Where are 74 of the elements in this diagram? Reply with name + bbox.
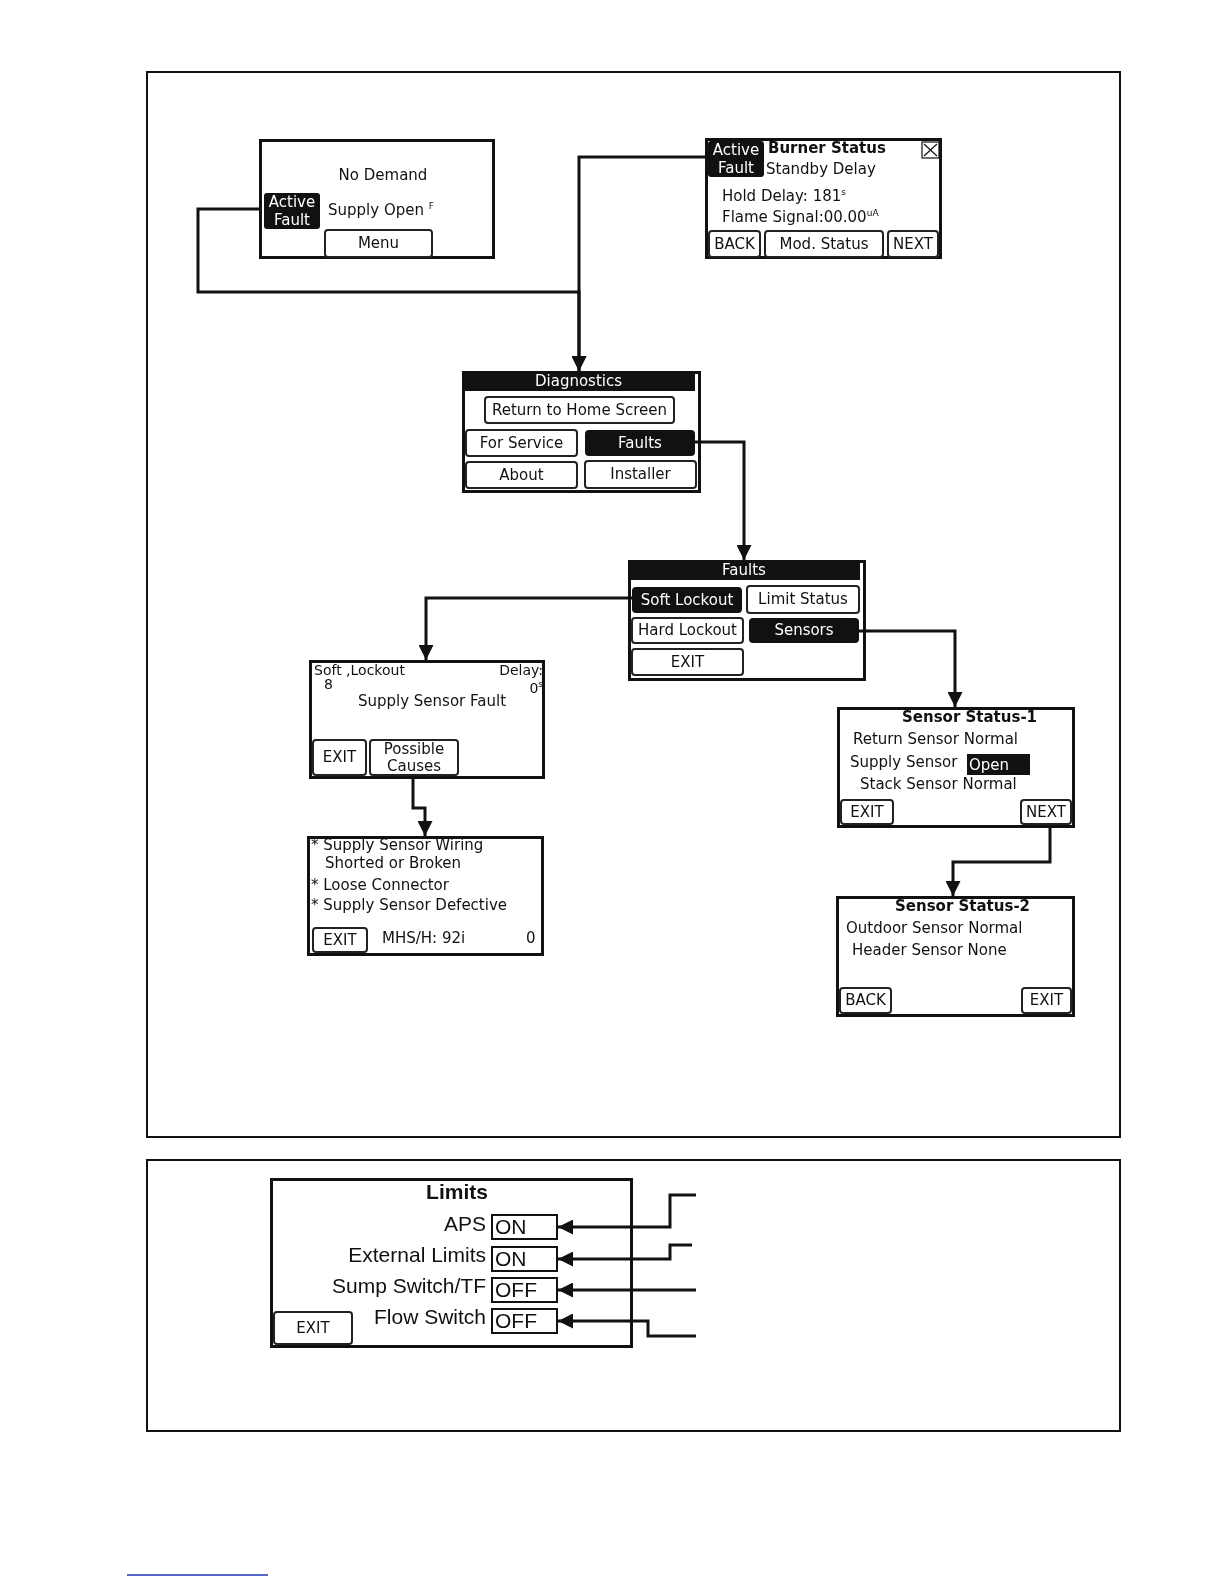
- screen-button: EXIT: [273, 1311, 353, 1345]
- arrow: [558, 1193, 696, 1235]
- screen-text: Delay:: [498, 662, 543, 679]
- screen-button: About: [465, 461, 578, 489]
- status-field: ON: [491, 1246, 558, 1272]
- screen-button: BACK: [708, 230, 761, 258]
- screen-text: Stack Sensor Normal: [860, 775, 1017, 793]
- display-screen: [705, 138, 942, 259]
- screen-button: EXIT: [1021, 987, 1072, 1014]
- screen-text: Supply Sensor: [850, 753, 958, 771]
- screen-text: Supply Open $^{F}$: [328, 200, 434, 219]
- screen-title: Diagnostics: [462, 371, 695, 391]
- arrow: [571, 155, 705, 371]
- highlighted-value: Open: [967, 754, 1030, 775]
- screen-text: 0$^{s}$: [528, 678, 543, 697]
- screen-button: For Service: [465, 429, 578, 457]
- screen-text: Standby Delay: [766, 160, 876, 178]
- screen-button: BACK: [839, 987, 892, 1014]
- screen-text: MHS/H: 92i: [382, 929, 466, 947]
- screen-text: Hold Delay: 181$^{s}$: [722, 186, 846, 205]
- screen-title: Burner Status: [768, 139, 886, 157]
- screen-button: EXIT: [312, 739, 367, 776]
- selected-button: Soft Lockout: [632, 587, 742, 613]
- status-badge: Active Fault: [264, 193, 320, 229]
- screen-button: EXIT: [631, 648, 744, 676]
- screen-title: Faults: [628, 560, 860, 580]
- status-badge: Active Fault: [708, 141, 764, 177]
- arrow: [695, 440, 752, 560]
- screen-text: Outdoor Sensor Normal: [846, 919, 1023, 937]
- selected-button: Faults: [585, 430, 695, 456]
- screen-button: Menu: [324, 229, 433, 258]
- screen-button: Possible Causes: [369, 739, 459, 776]
- screen-button: NEXT: [1020, 799, 1072, 825]
- display-screen: [270, 1178, 633, 1348]
- arrow: [558, 1282, 696, 1298]
- screen-text: No Demand: [337, 166, 429, 184]
- screen-text: Flow Switch: [372, 1305, 486, 1329]
- display-screen: [836, 896, 1075, 1017]
- screen-button: Hard Lockout: [631, 617, 744, 644]
- selected-button: Sensors: [749, 618, 859, 643]
- screen-button: EXIT: [312, 927, 368, 953]
- screen-text: 8: [324, 676, 333, 693]
- screen-text: Flame Signal:00.00$^{uA}$: [722, 207, 879, 226]
- screen-button: Return to Home Screen: [484, 396, 675, 424]
- status-field: OFF: [491, 1277, 558, 1303]
- screen-text: * Supply Sensor Defective: [311, 896, 508, 914]
- screen-text: Sump Switch/TF: [330, 1274, 486, 1298]
- display-screen: [462, 371, 701, 493]
- status-field: OFF: [491, 1308, 558, 1334]
- display-screen: [309, 660, 545, 779]
- screen-text: 0: [526, 929, 536, 947]
- screen-title: Sensor Status-1: [902, 708, 1038, 726]
- arrow: [859, 629, 963, 707]
- screen-button: NEXT: [887, 230, 939, 258]
- screen-title: Sensor Status-2: [895, 897, 1031, 915]
- screen-text: Header Sensor None: [852, 941, 1007, 959]
- arrow: [558, 1243, 692, 1267]
- display-screen: [837, 707, 1075, 828]
- screen-button: Limit Status: [746, 585, 860, 614]
- screen-button: Mod. Status: [764, 230, 884, 258]
- screen-text: Supply Sensor Fault: [356, 692, 508, 710]
- screen-button: EXIT: [840, 799, 894, 825]
- screen-text: Return Sensor Normal: [853, 730, 1018, 748]
- status-field: ON: [491, 1214, 558, 1240]
- screen-title: Limits: [425, 1180, 489, 1204]
- screen-text: External Limits: [347, 1243, 486, 1267]
- display-screen: [307, 836, 544, 956]
- screen-button: Installer: [584, 460, 697, 489]
- arrow: [558, 1313, 696, 1338]
- screen-text: * Loose Connector: [311, 876, 449, 894]
- screen-text: APS: [442, 1212, 486, 1236]
- screen-text: Soft ,Lockout: [314, 662, 405, 679]
- display-screen: [259, 139, 495, 259]
- display-screen: [628, 560, 866, 681]
